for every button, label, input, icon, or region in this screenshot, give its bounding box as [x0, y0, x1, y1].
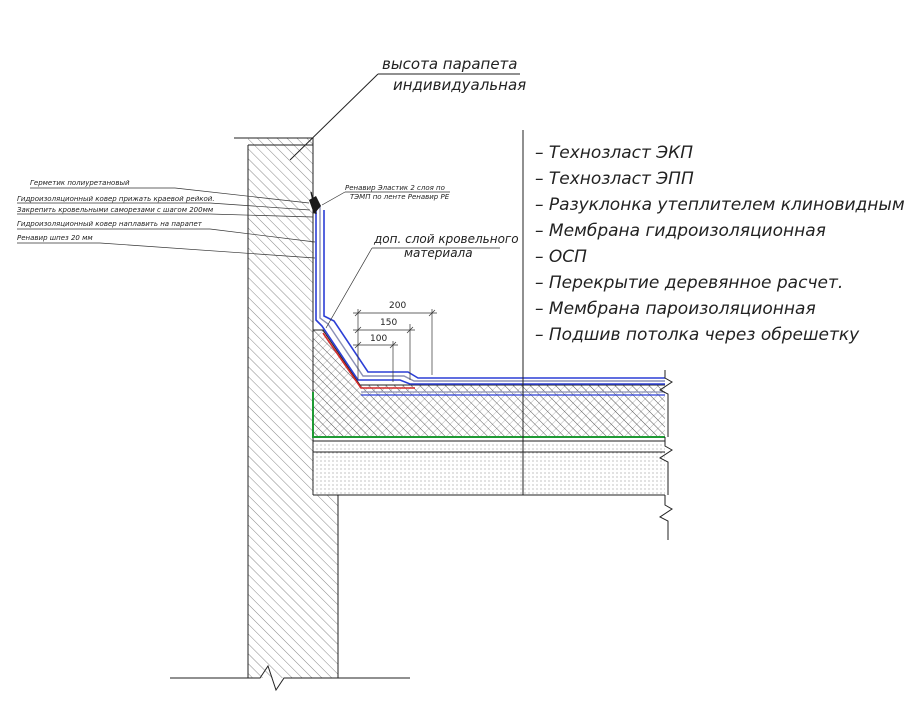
extra-layer-line2: материала	[404, 246, 473, 260]
height-note-line2: индивидуальная	[393, 76, 526, 94]
overlap-dimensions: 200 150 100	[353, 301, 437, 382]
layer-5: – ОСП	[535, 247, 587, 267]
callout-edge-rail: Гидроизоляционный ковер прижать краевой …	[17, 195, 215, 203]
callout-screed: Ренавир шпез 20 мм	[17, 234, 93, 242]
callout-fused-carpet: Гидроизоляционный ковер наплавить на пар…	[17, 220, 203, 228]
layer-3: – Разуклонка утеплителем клиновидным инд…	[535, 195, 910, 215]
top-callout-line2: ТЭМП по ленте Ренавир РЕ	[350, 193, 450, 201]
layer-7: – Мембрана пароизоляционная	[535, 299, 816, 319]
dim-200: 200	[389, 301, 406, 311]
layer-2: – Технозласт ЭПП	[535, 169, 694, 189]
roof-membranes	[309, 191, 665, 438]
dim-100: 100	[370, 334, 387, 344]
layer-list: – Технозласт ЭКП – Технозласт ЭПП – Разу…	[535, 143, 910, 345]
layer-8: – Подшив потолка через обрешетку	[535, 325, 860, 345]
top-callout-line1: Ренавир Эластик 2 слоя по	[345, 184, 445, 192]
insulation-wedge	[313, 329, 665, 437]
height-note-line1: высота парапета	[382, 55, 517, 73]
callout-sealant: Герметик полиуретановый	[30, 179, 130, 187]
left-callouts: Герметик полиуретановый Гидроизоляционны…	[17, 179, 316, 259]
top-callout: Ренавир Эластик 2 слоя по ТЭМП по ленте …	[321, 184, 450, 206]
height-note: высота парапета индивидуальная	[289, 55, 526, 161]
extra-layer-callout: доп. слой кровельного материала	[325, 232, 519, 329]
callout-screws: Закрепить кровельными саморезами с шагом…	[17, 206, 214, 214]
layer-6: – Перекрытие деревянное расчет.	[535, 273, 843, 293]
dim-150: 150	[380, 318, 397, 328]
ceiling-slab	[313, 440, 665, 496]
extra-layer-line1: доп. слой кровельного	[373, 232, 519, 246]
section-break	[522, 130, 673, 540]
layer-1: – Технозласт ЭКП	[535, 143, 693, 163]
layer-4: – Мембрана гидроизоляционная	[535, 221, 826, 241]
parapet-wall	[170, 137, 410, 692]
